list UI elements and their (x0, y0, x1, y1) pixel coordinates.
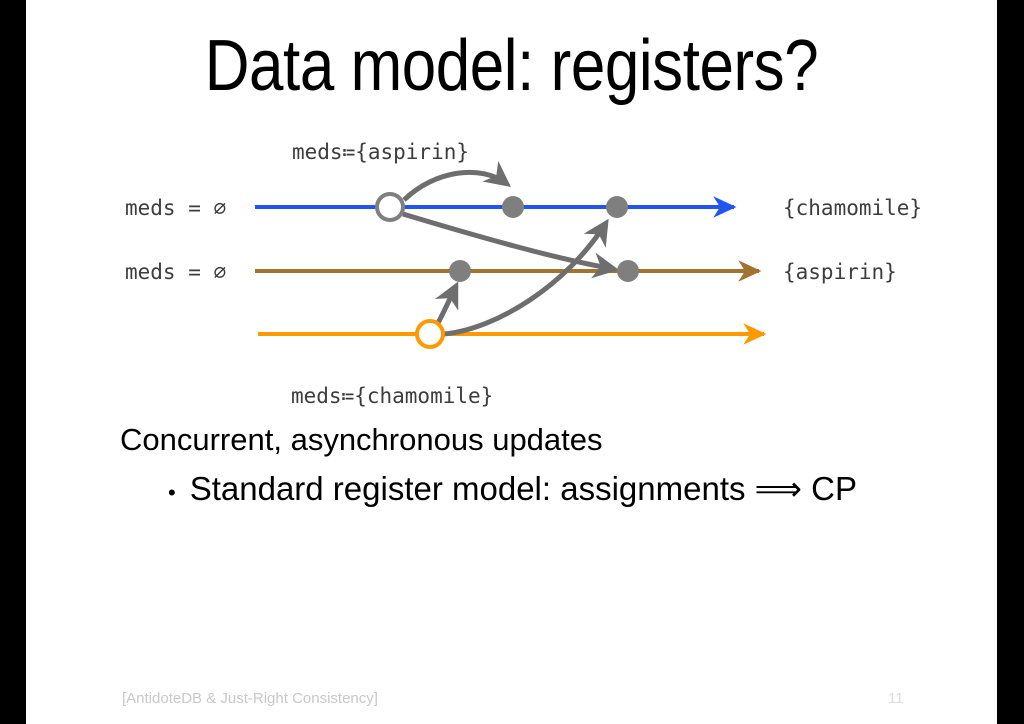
left-label-brown-row: meds = ∅ (125, 260, 227, 284)
bullet-marker-icon: • (168, 480, 176, 505)
applied-event-brown-2[interactable] (617, 260, 639, 282)
arrow-orange-origin-to-blue-dot (443, 218, 609, 337)
left-label-blue-row: meds = ∅ (125, 196, 227, 220)
applied-event-blue-1[interactable] (502, 196, 524, 218)
right-label-brown-row: {aspirin} (783, 260, 897, 284)
sequence-diagram: meds≔{aspirin} meds = ∅ meds = ∅ {chamom… (26, 126, 997, 416)
diagram-top-label: meds≔{aspirin} (292, 140, 470, 164)
slide-canvas: Data model: registers? meds≔{aspirin} me… (26, 0, 997, 724)
page-title: Data model: registers? (204, 26, 819, 106)
bullet-item-register-model: • Standard register model: assignments ⟹… (120, 469, 980, 511)
body-line-concurrent-updates: Concurrent, asynchronous updates (120, 422, 603, 457)
diagram-canvas (255, 160, 767, 349)
diagram-bottom-label: meds≔{chamomile} (291, 384, 494, 408)
arrow-blue-origin-to-blue-dot (402, 160, 511, 202)
bullet-item-label: Standard register model: assignments ⟹ C… (189, 470, 857, 507)
arrow-blue-origin-to-brown-dot (402, 211, 619, 279)
applied-event-brown-1[interactable] (449, 260, 471, 282)
footer-note: [AntidoteDB & Just-Right Consistency] (122, 690, 378, 707)
right-label-blue-row: {chamomile} (783, 196, 923, 220)
body-content: Concurrent, asynchronous updates • Stand… (120, 420, 980, 511)
applied-event-blue-2[interactable] (606, 196, 628, 218)
origin-event-blue[interactable] (375, 192, 405, 222)
arrow-orange-origin-to-brown-dot (434, 281, 459, 325)
page-number: 11 (888, 690, 904, 707)
origin-event-orange[interactable] (415, 319, 445, 349)
